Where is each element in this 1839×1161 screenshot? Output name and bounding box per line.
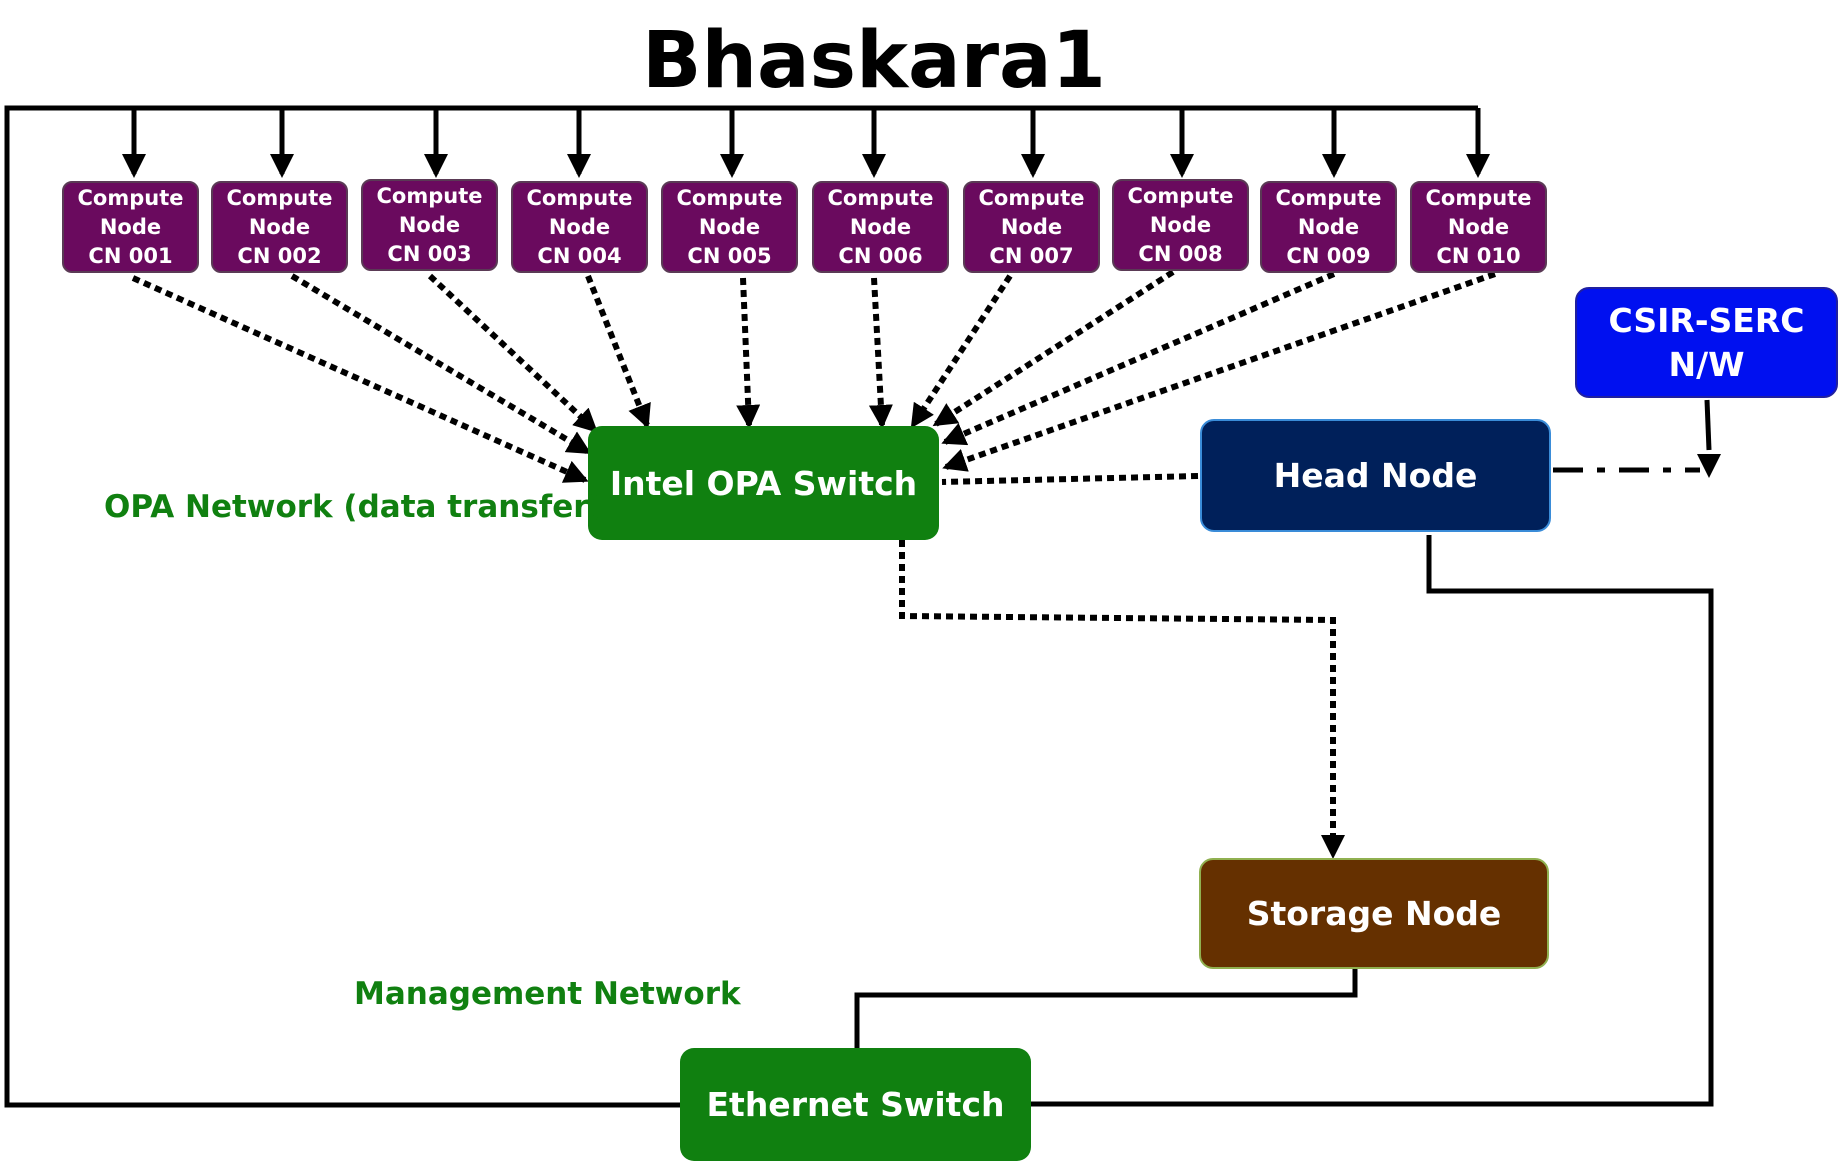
compute-node-line1: Compute [526, 185, 633, 210]
compute-node-line3: CN 001 [88, 243, 173, 268]
csir-serc-line1: CSIR-SERC [1608, 300, 1805, 340]
compute-node-line2: Node [398, 212, 461, 237]
opa-link-storage-node [899, 540, 1345, 859]
compute-node-line1: Compute [1425, 185, 1532, 210]
compute-node-line3: CN 004 [537, 243, 622, 268]
csir-serc-network[interactable]: CSIR-SERC N/W [1575, 287, 1838, 398]
compute-node-line1: Compute [676, 185, 783, 210]
compute-node-line2: Node [698, 214, 761, 239]
head-node[interactable]: Head Node [1200, 419, 1551, 532]
compute-node-line2: Node [1447, 214, 1510, 239]
compute-node-line3: CN 006 [838, 243, 923, 268]
compute-node-line2: Node [248, 214, 311, 239]
compute-node-line3: CN 003 [387, 241, 472, 266]
storage-node[interactable]: Storage Node [1199, 858, 1549, 969]
compute-node-line1: Compute [978, 185, 1085, 210]
compute-node-line3: CN 007 [989, 243, 1074, 268]
management-link-head-node [1030, 535, 1714, 1107]
compute-node-line3: CN 009 [1286, 243, 1371, 268]
management-link-storage-node [854, 968, 1358, 1048]
compute-node-line1: Compute [226, 185, 333, 210]
csir-serc-line2: N/W [1668, 344, 1745, 384]
compute-node-line3: CN 008 [1138, 241, 1223, 266]
compute-node-line2: Node [548, 214, 611, 239]
ethernet-switch-label: Ethernet Switch [706, 1085, 1005, 1124]
compute-node-line3: CN 002 [237, 243, 322, 268]
compute-node-line1: Compute [77, 185, 184, 210]
ethernet-switch[interactable]: Ethernet Switch [680, 1048, 1031, 1161]
head-node-label: Head Node [1273, 456, 1478, 495]
management-network-label: Management Network [354, 976, 741, 1012]
compute-node-line3: CN 010 [1436, 243, 1521, 268]
compute-node-drops [122, 108, 1490, 178]
management-link-left-loop [4, 105, 1478, 1108]
compute-node-line1: Compute [1127, 183, 1234, 208]
opa-network-label: OPA Network (data transfer) [104, 489, 603, 525]
compute-node-line3: CN 005 [687, 243, 772, 268]
diagram-title: Bhaskara1 [642, 16, 1106, 106]
storage-node-label: Storage Node [1246, 894, 1502, 933]
compute-node-line2: Node [849, 214, 912, 239]
compute-node-line1: Compute [1275, 185, 1382, 210]
compute-node-line2: Node [1297, 214, 1360, 239]
compute-node-line2: Node [1000, 214, 1063, 239]
intel-opa-switch-label: Intel OPA Switch [609, 463, 918, 503]
compute-node-line2: Node [99, 214, 162, 239]
compute-node-line1: Compute [376, 183, 483, 208]
csir-serc-link-vertical [1704, 399, 1712, 451]
csir-serc-link-arrow [1697, 454, 1721, 478]
compute-node-line1: Compute [827, 185, 934, 210]
compute-node-line2: Node [1149, 212, 1212, 237]
intel-opa-switch[interactable]: Intel OPA Switch [588, 426, 939, 540]
opa-links [131, 269, 1496, 483]
opa-link-head-node [941, 473, 1199, 485]
